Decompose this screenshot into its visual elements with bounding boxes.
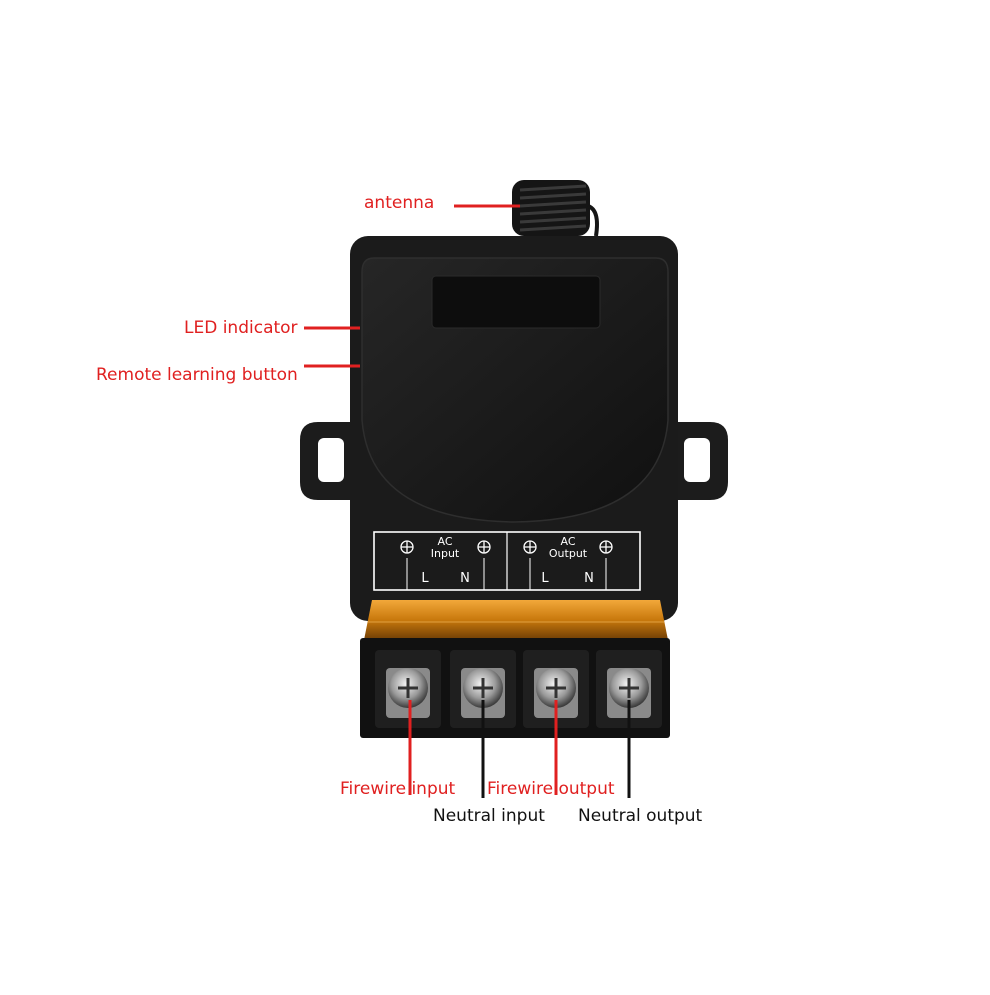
output-name-label: Output	[549, 547, 588, 560]
terminal-screw-2	[461, 668, 505, 718]
firewire-output-label: Firewire output	[487, 779, 615, 799]
firewire-input-label: Firewire input	[340, 779, 456, 799]
neutral-output-label: Neutral output	[578, 806, 703, 826]
plus-symbol-1	[400, 540, 414, 554]
terminal-block	[360, 638, 670, 738]
terminal-legend-panel: AC Input L N AC Output L N	[373, 531, 641, 591]
input-l-label: L	[421, 571, 429, 586]
output-n-label: N	[584, 571, 594, 586]
terminal-screw-1	[386, 668, 430, 718]
plus-symbol-3	[523, 540, 537, 554]
output-l-label: L	[541, 571, 549, 586]
amber-terminal-cover	[364, 600, 668, 640]
input-ac-label: AC	[437, 535, 452, 548]
leader-lines	[304, 204, 631, 798]
relay-housing	[350, 236, 678, 621]
remote-learning-button-label: Remote learning button	[96, 365, 298, 385]
mounting-ear-left	[300, 422, 360, 500]
terminal-screw-4	[607, 668, 651, 718]
mounting-ear-right	[668, 422, 728, 500]
output-ac-label: AC	[560, 535, 575, 548]
terminal-screw-3	[534, 668, 578, 718]
antenna-label: antenna	[364, 193, 435, 213]
led-indicator-label: LED indicator	[184, 318, 298, 338]
neutral-input-label: Neutral input	[433, 806, 545, 826]
input-name-label: Input	[431, 547, 460, 560]
antenna-coil	[512, 180, 599, 237]
plus-symbol-4	[599, 540, 613, 554]
plus-symbol-2	[477, 540, 491, 554]
input-n-label: N	[460, 571, 470, 586]
